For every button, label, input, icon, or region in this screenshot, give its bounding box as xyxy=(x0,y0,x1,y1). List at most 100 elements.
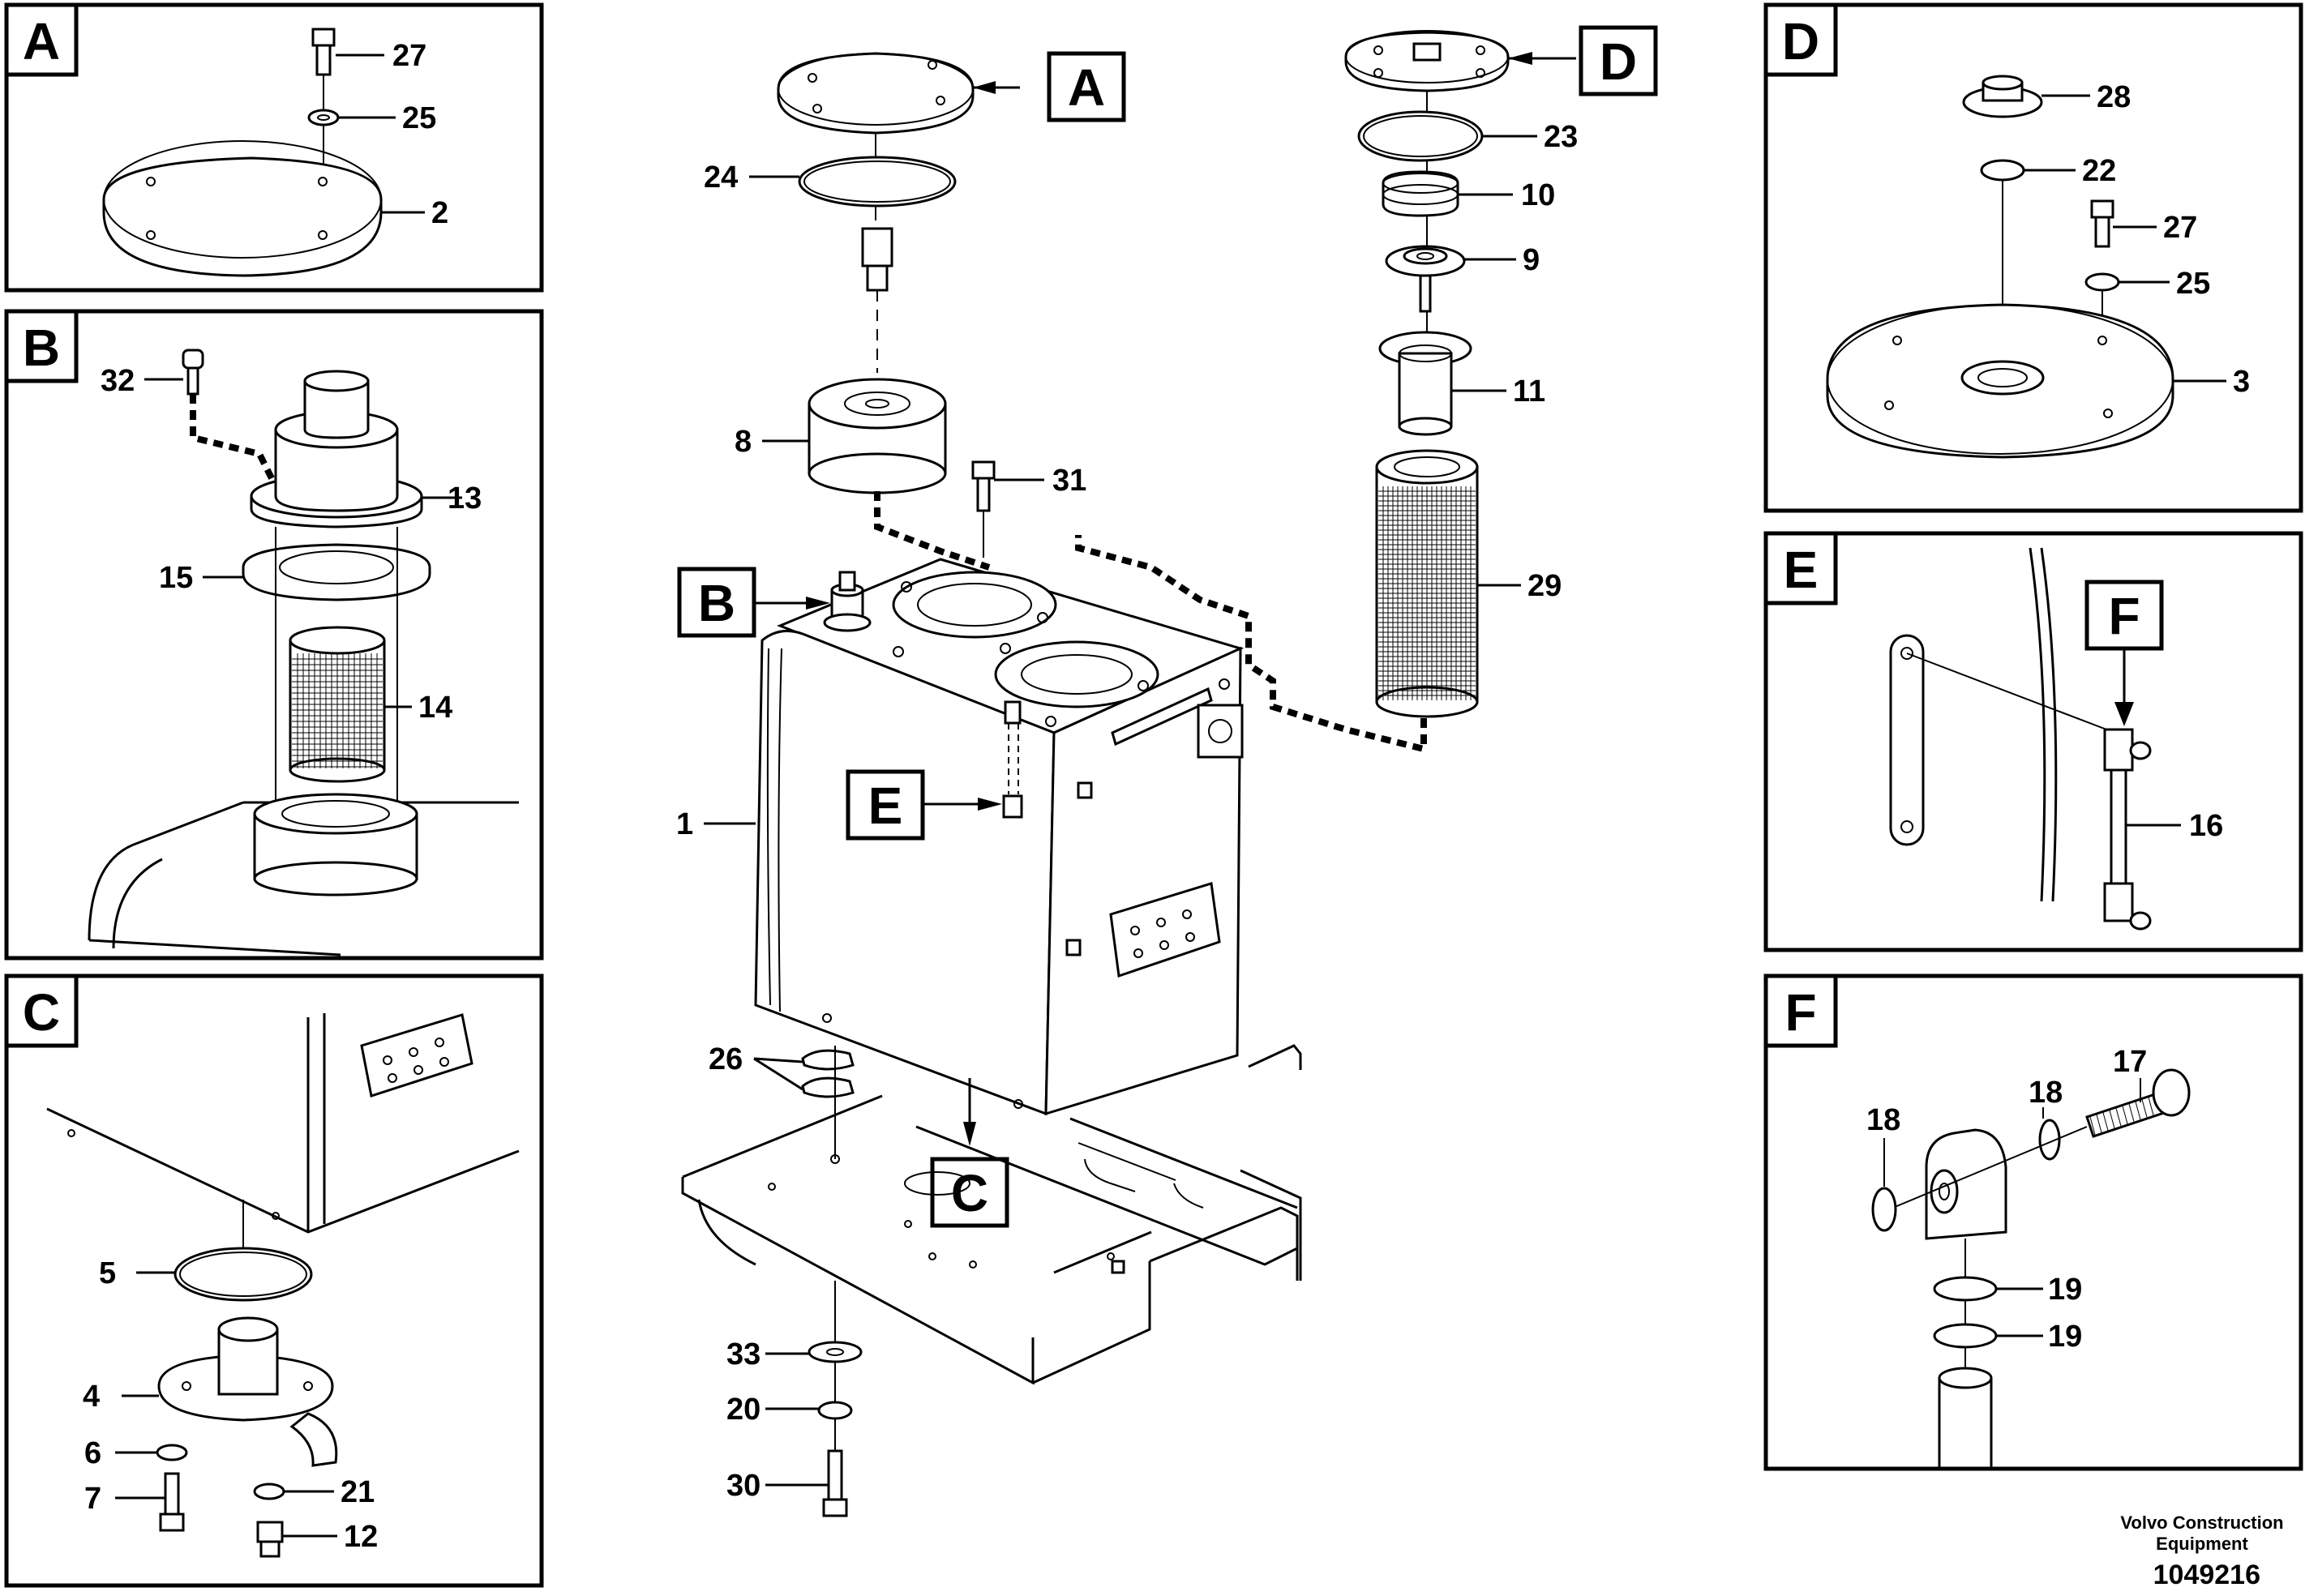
panel-c-tag-box xyxy=(4,973,79,1048)
filter-mesh xyxy=(292,653,383,768)
shim-part xyxy=(801,1049,855,1098)
lock-washer-part xyxy=(817,1401,853,1420)
panel-b-tag: B xyxy=(23,319,60,377)
banjo-bolt-part xyxy=(2085,1068,2191,1138)
washer-part xyxy=(156,1444,188,1461)
panel-a-tag-box xyxy=(4,2,79,77)
label-25: 25 xyxy=(402,101,436,135)
o-ring-part xyxy=(2038,1119,2061,1161)
label-18b: 18 xyxy=(1866,1103,1900,1137)
label-10: 10 xyxy=(1521,178,1555,212)
label-24: 24 xyxy=(704,160,738,195)
main-callout-d-box xyxy=(1579,25,1658,96)
label-18: 18 xyxy=(2029,1076,2063,1110)
label-11: 11 xyxy=(1513,374,1545,409)
label-33: 33 xyxy=(726,1337,760,1371)
plug-part xyxy=(256,1521,284,1558)
label-31: 31 xyxy=(1052,464,1086,498)
label-25: 25 xyxy=(2176,267,2210,301)
label-27: 27 xyxy=(2163,211,2197,245)
panel-e-tag-box xyxy=(1763,531,1838,605)
panel-e-inner-tag: F xyxy=(2108,587,2140,645)
bolt-part xyxy=(182,349,204,396)
plug-part xyxy=(1962,75,2043,118)
bolt-thread xyxy=(2089,1097,2154,1136)
label-16: 16 xyxy=(2189,809,2223,843)
footer-drawing-id: 1049216 xyxy=(2153,1560,2260,1590)
panel-f: F 17 18 18 19 19 xyxy=(1763,973,2303,1471)
strainer-part xyxy=(808,378,947,494)
gasket-part xyxy=(242,543,431,601)
main-callout-d: D xyxy=(1600,32,1637,91)
bolt-part xyxy=(159,1472,185,1532)
bolt-part xyxy=(311,28,336,76)
label-26: 26 xyxy=(709,1042,743,1076)
connector-plate-part xyxy=(360,1013,473,1098)
cover-plate-part xyxy=(1826,303,2174,459)
main-callout-b: B xyxy=(698,574,735,632)
bolt-part xyxy=(2090,199,2114,248)
hydraulic-tank-part xyxy=(754,558,1245,1116)
label-28: 28 xyxy=(2097,80,2131,114)
panel-d-tag: D xyxy=(1782,12,1819,71)
o-ring-part xyxy=(174,1247,313,1302)
label-30: 30 xyxy=(726,1469,760,1503)
o-ring-part xyxy=(1871,1187,1897,1232)
bypass-valve-part xyxy=(1385,245,1466,313)
filter-head-part xyxy=(250,370,423,528)
panel-b-tag-box xyxy=(4,309,79,383)
label-22: 22 xyxy=(2082,154,2116,188)
label-6: 6 xyxy=(84,1436,101,1470)
o-ring-part xyxy=(1980,159,2025,182)
o-ring-part xyxy=(1933,1276,1998,1302)
label-17: 17 xyxy=(2113,1045,2147,1079)
panel-d-tag-box xyxy=(1763,2,1838,77)
strainer-stem-part xyxy=(861,227,893,292)
panel-a-frame xyxy=(4,2,544,293)
panel-f-tag: F xyxy=(1784,983,1816,1042)
label-4: 4 xyxy=(83,1380,100,1414)
panel-d: D 28 22 27 25 xyxy=(1763,2,2303,513)
label-20: 20 xyxy=(726,1393,760,1427)
label-1: 1 xyxy=(676,807,693,841)
bolt-part xyxy=(822,1449,848,1517)
label-29: 29 xyxy=(1527,569,1562,603)
label-7: 7 xyxy=(84,1482,101,1516)
tank-port-part xyxy=(253,793,418,896)
filter-cover-part xyxy=(1344,30,1510,92)
label-27: 27 xyxy=(392,39,426,73)
seal-part xyxy=(253,1483,285,1500)
filler-cover-part xyxy=(777,52,975,135)
o-ring-part xyxy=(798,156,957,208)
panel-d-frame xyxy=(1763,2,2303,513)
bolt-part xyxy=(971,460,996,512)
panel-b-frame xyxy=(4,309,544,961)
label-19: 19 xyxy=(2048,1273,2082,1307)
label-32: 32 xyxy=(101,364,135,398)
washer-part xyxy=(307,109,340,126)
panel-c-tag: C xyxy=(23,983,60,1042)
footer-company-line1: Volvo Construction xyxy=(2120,1513,2283,1533)
panel-f-frame xyxy=(1763,973,2303,1471)
washer-part xyxy=(2084,272,2120,292)
main-callout-e-box xyxy=(846,769,925,841)
panel-a-tag: A xyxy=(23,12,60,71)
panel-c-frame xyxy=(4,973,544,1588)
label-19b: 19 xyxy=(2048,1320,2082,1354)
label-12: 12 xyxy=(344,1520,378,1554)
main-callout-e: E xyxy=(868,777,903,835)
label-2: 2 xyxy=(431,196,448,230)
label-23: 23 xyxy=(1544,120,1578,154)
cover-plate-part xyxy=(102,140,383,277)
panel-b: B 13 15 32 xyxy=(4,309,544,961)
base-frame-part xyxy=(681,1044,1302,1385)
main-callout-a: A xyxy=(1068,58,1105,117)
panel-a: A 27 25 2 xyxy=(4,2,544,293)
label-9: 9 xyxy=(1523,243,1540,277)
footer: Volvo Construction Equipment 1049216 xyxy=(2120,1513,2283,1590)
o-ring-part xyxy=(1933,1323,1998,1349)
label-5: 5 xyxy=(99,1256,116,1290)
level-gauge-part xyxy=(2103,728,2152,931)
label-21: 21 xyxy=(341,1475,375,1509)
